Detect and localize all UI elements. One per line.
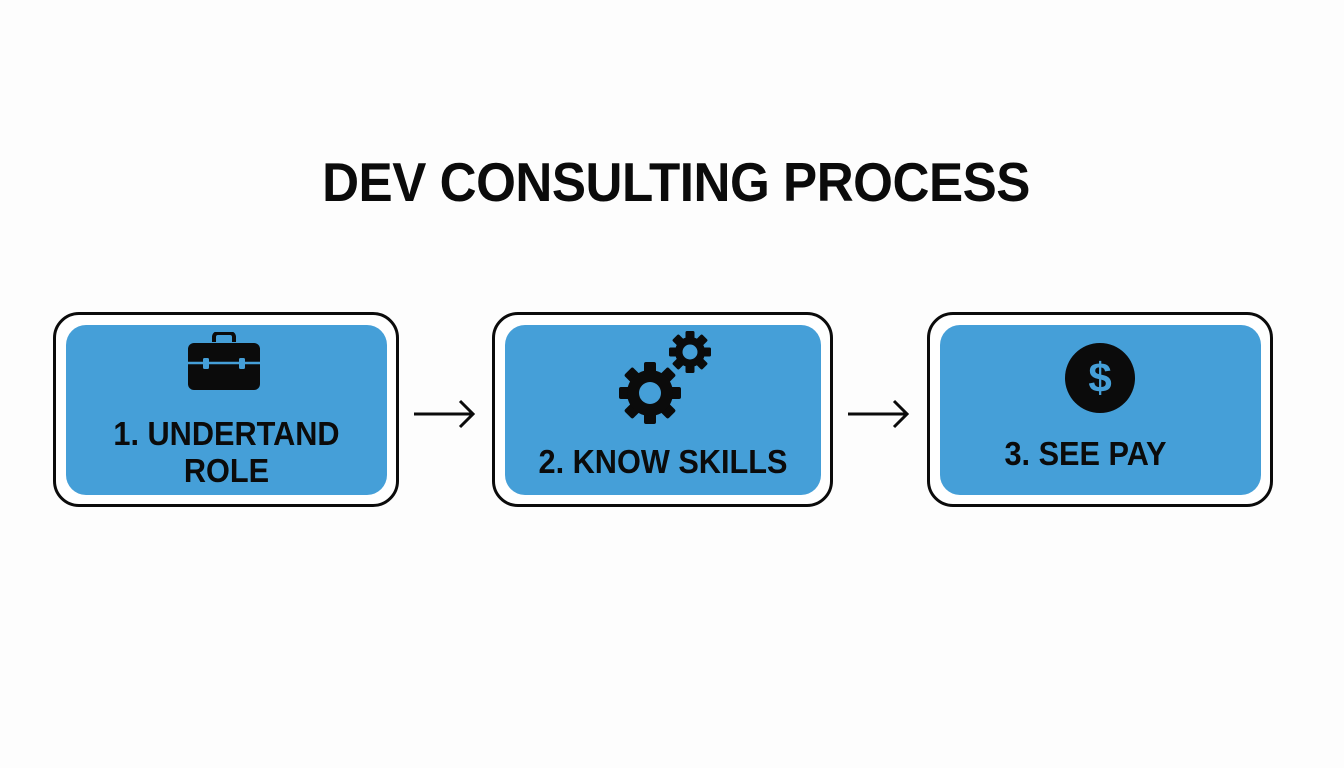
arrow-right-icon [414, 399, 476, 429]
gears-icon [618, 330, 711, 424]
step-1-label-line2: ROLE [183, 451, 269, 489]
briefcase-icon [187, 331, 260, 390]
step-1-box: 1. UNDERTAND ROLE [53, 312, 399, 507]
arrow-right-icon [848, 399, 910, 429]
step-2-box: 2. KNOW SKILLS [492, 312, 833, 507]
svg-text:$: $ [1088, 354, 1111, 401]
step-2-label: 2. KNOW SKILLS [538, 442, 787, 480]
step-1-fill: 1. UNDERTAND ROLE [65, 324, 387, 495]
step-3-label: 3. SEE PAY [1003, 434, 1167, 472]
step-3-fill: $ 3. SEE PAY [939, 324, 1261, 495]
step-1-label-line1: 1. UNDERTAND [112, 414, 340, 452]
step-3-box: $ 3. SEE PAY [927, 312, 1273, 507]
dollar-circle-icon: $ [1064, 342, 1135, 413]
diagram-title: DEV CONSULTING PROCESS [322, 151, 1030, 213]
step-2-fill: 2. KNOW SKILLS [504, 324, 821, 495]
